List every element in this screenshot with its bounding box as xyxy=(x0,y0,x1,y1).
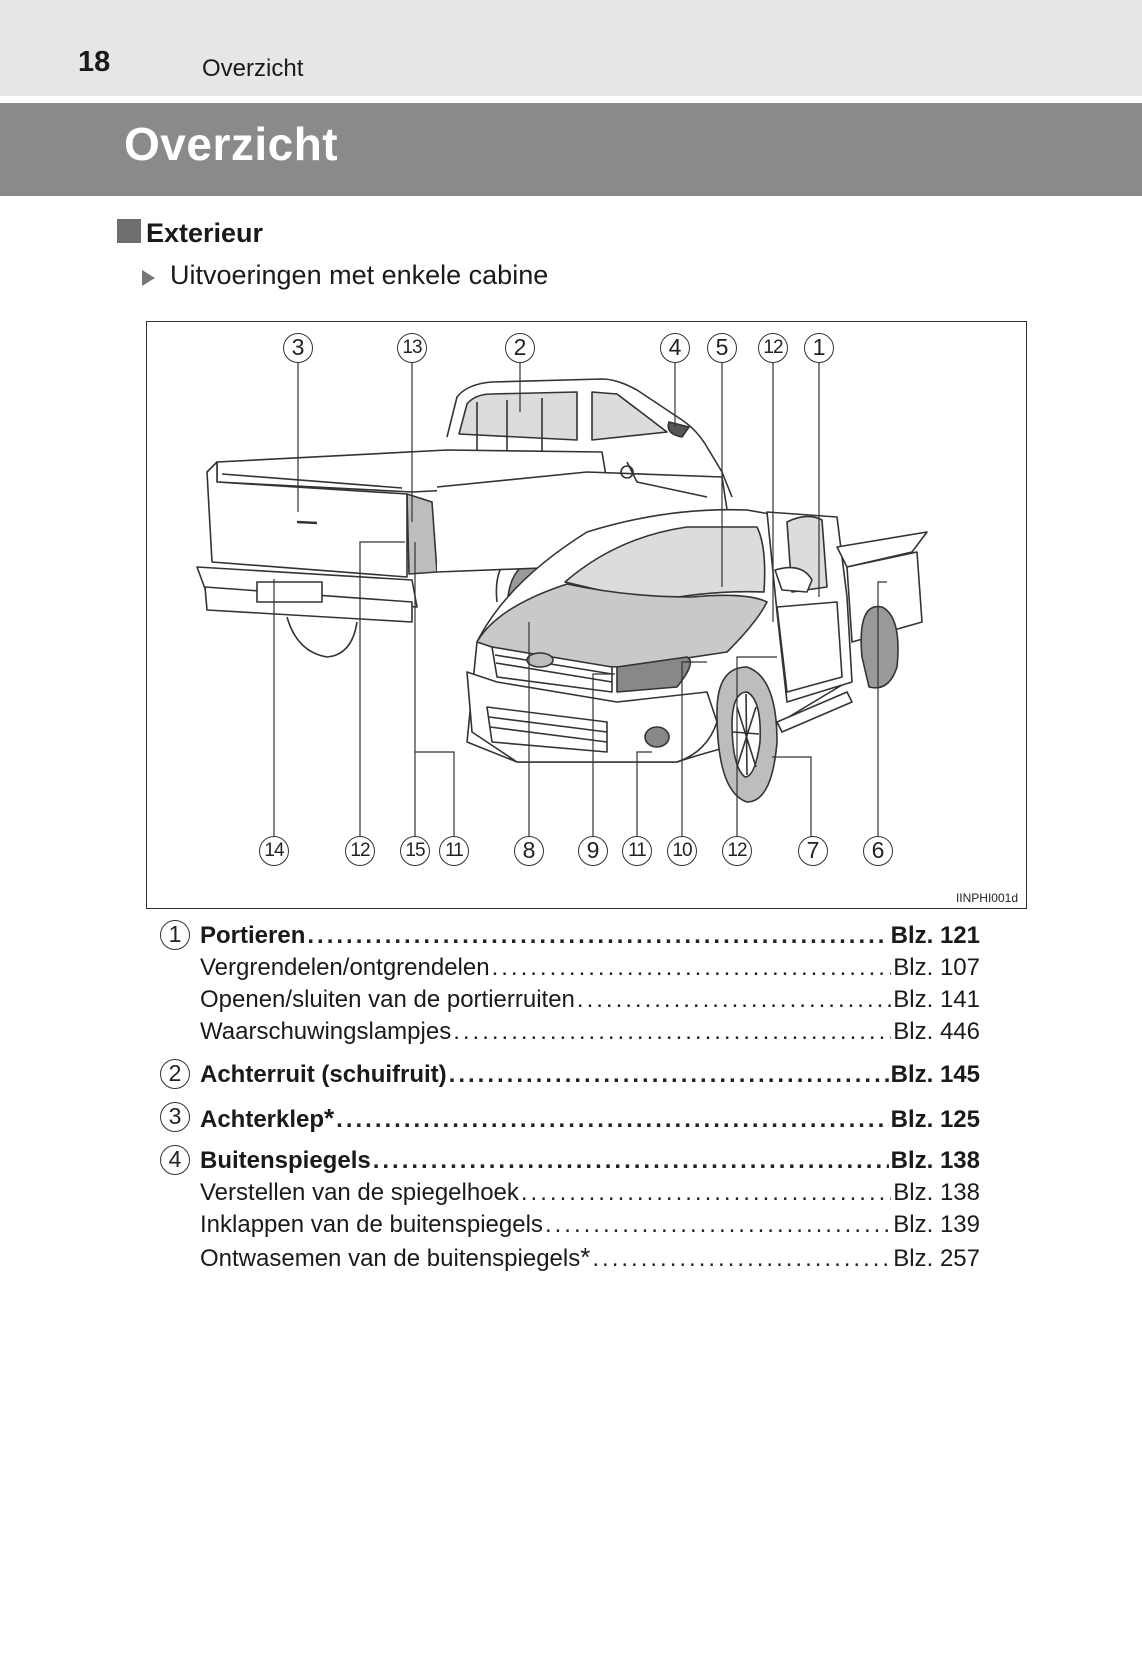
entry-line: Ontwasemen van de buitenspiegels*.......… xyxy=(200,1242,980,1272)
page-header xyxy=(0,0,1142,96)
subsection-title: Uitvoeringen met enkele cabine xyxy=(170,260,549,290)
callout-4-top: 4 xyxy=(660,333,690,363)
callout-12-top: 12 xyxy=(758,333,788,363)
entry-line: Vergrendelen/ontgrendelen...............… xyxy=(200,954,980,981)
asterisk-mark: * xyxy=(580,1242,591,1272)
callout-12-bottom-a: 12 xyxy=(345,836,375,866)
entry-line: Achterklep*.............................… xyxy=(200,1103,980,1133)
callout-13-top: 13 xyxy=(397,333,427,363)
entry-number-4: 4 xyxy=(160,1145,190,1175)
entry-line: Inklappen van de buitenspiegels.........… xyxy=(200,1211,980,1238)
running-title: Overzicht xyxy=(202,55,304,82)
callout-6-bottom: 6 xyxy=(863,836,893,866)
page-number: 18 xyxy=(78,46,111,78)
figure-code: IINPHI001d xyxy=(955,891,1018,905)
vehicle-exterior-figure: 3 13 2 4 5 12 1 14 12 15 11 8 9 11 10 12… xyxy=(146,321,1027,909)
section-square-icon xyxy=(117,219,141,243)
entry-line: Openen/sluiten van de portierruiten.....… xyxy=(200,986,980,1013)
callout-3-top: 3 xyxy=(283,333,313,363)
section-title: Exterieur xyxy=(146,218,264,248)
entry-line: Portieren...............................… xyxy=(200,922,980,949)
entry-line: Waarschuwingslampjes....................… xyxy=(200,1018,980,1045)
callout-10-bottom: 10 xyxy=(667,836,697,866)
callout-2-top: 2 xyxy=(505,333,535,363)
entry-number-2: 2 xyxy=(160,1059,190,1089)
callout-1-top: 1 xyxy=(804,333,834,363)
triangle-bullet-icon xyxy=(142,270,155,286)
pickup-truck-illustration xyxy=(196,348,928,837)
callout-11-bottom-a: 11 xyxy=(439,836,469,866)
callout-8-bottom: 8 xyxy=(514,836,544,866)
callout-11-bottom-b: 11 xyxy=(622,836,652,866)
callout-12-bottom-b: 12 xyxy=(722,836,752,866)
callout-14-bottom: 14 xyxy=(259,836,289,866)
asterisk-mark: * xyxy=(324,1103,335,1133)
entry-line: Buitenspiegels..........................… xyxy=(200,1147,980,1174)
chapter-banner xyxy=(0,103,1142,196)
callout-15-bottom: 15 xyxy=(400,836,430,866)
entry-line: Verstellen van de spiegelhoek...........… xyxy=(200,1179,980,1206)
callout-9-bottom: 9 xyxy=(578,836,608,866)
callout-7-bottom: 7 xyxy=(798,836,828,866)
entry-number-1: 1 xyxy=(160,920,190,950)
chapter-title: Overzicht xyxy=(124,118,339,170)
callout-5-top: 5 xyxy=(707,333,737,363)
entry-line: Achterruit (schuifruit).................… xyxy=(200,1061,980,1088)
entry-number-3: 3 xyxy=(160,1102,190,1132)
